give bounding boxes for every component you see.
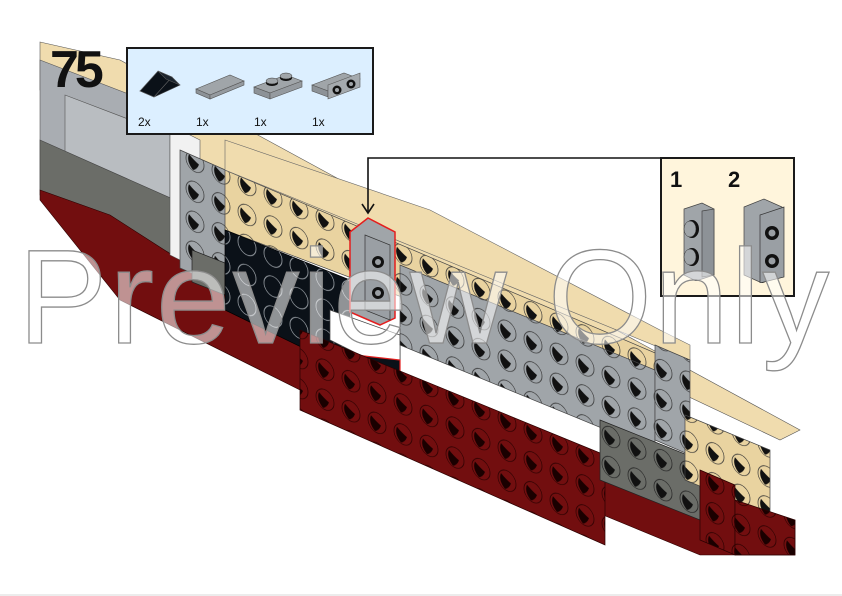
part-plate-gray: 1x [252,55,306,131]
plate-icon [253,72,303,100]
plate-sideways-icon [683,202,715,281]
step-number: 75 [50,41,104,99]
page-bottom-divider [0,594,842,596]
tile-icon [195,74,245,100]
slope-brick-icon [139,70,181,98]
plate-with-bracket-icon [743,198,785,283]
parts-list-callout: 2x 1x 1x [126,47,374,135]
bracket-icon [311,72,361,100]
sub-step-number: 1 [670,167,683,192]
part-quantity: 1x [254,115,267,129]
sub-step-number: 2 [728,167,741,192]
sub-assembly-callout: 1 2 [660,157,795,297]
part-quantity: 1x [196,115,209,129]
part-bracket-gray: 1x [310,55,364,131]
part-quantity: 2x [138,115,151,129]
part-quantity: 1x [312,115,325,129]
part-tile-gray: 1x [194,55,248,131]
part-slope-black: 2x [136,55,190,131]
